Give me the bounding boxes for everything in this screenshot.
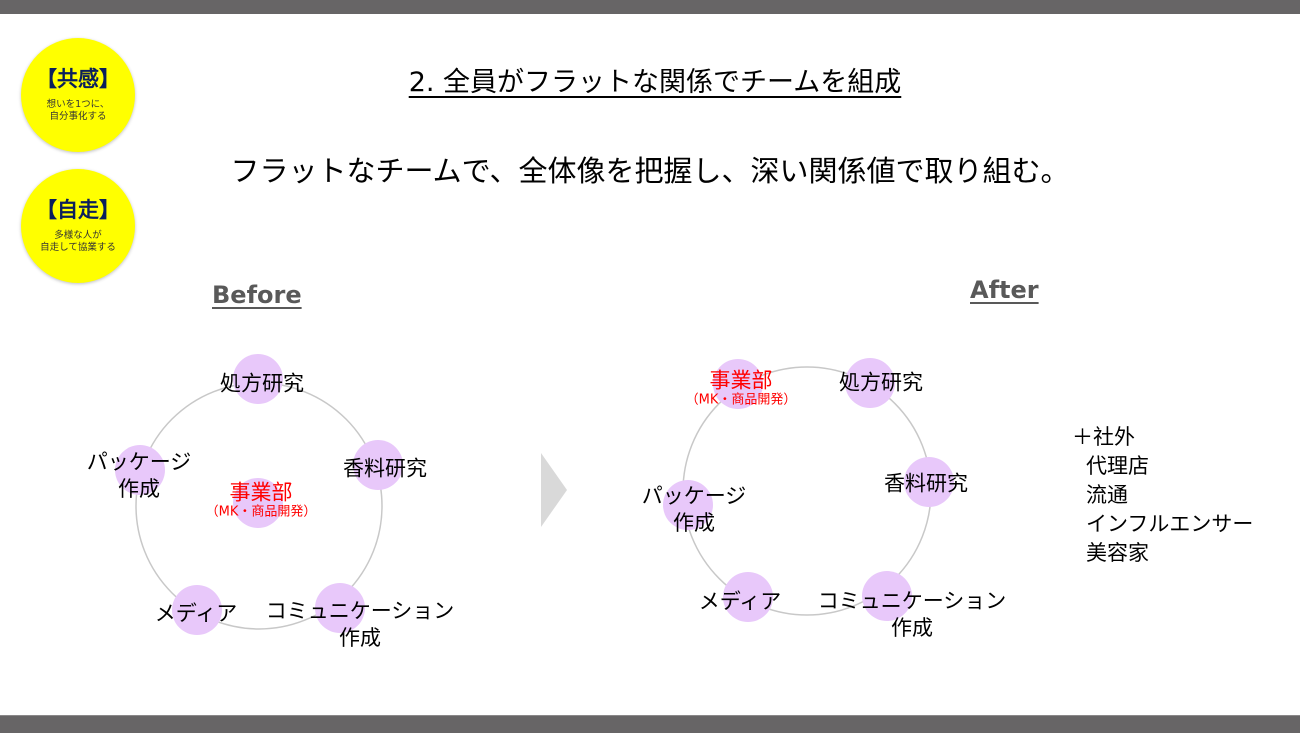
after-node-package: パッケージ 作成 xyxy=(642,483,747,537)
node-label-text: パッケージ xyxy=(641,484,747,508)
node-label-text: 作成 xyxy=(891,616,933,640)
node-label-text: 香料研究 xyxy=(343,456,427,481)
before-node-circle xyxy=(172,585,222,635)
before-node-media: メディア xyxy=(155,601,238,628)
node-label-text: コミュニケーション xyxy=(265,599,455,623)
after-label: After xyxy=(970,276,1039,304)
node-label-text: 香料研究 xyxy=(884,471,968,496)
badge-line: 自走して協業する xyxy=(40,242,116,253)
node-label-text: コミュニケーション xyxy=(817,589,1007,613)
slide-title: 2. 全員がフラットな関係でチームを組成 xyxy=(408,67,902,98)
badge-autonomy: 【自走】 多様な人が 自走して協業する xyxy=(21,169,135,283)
slide-subtitle: フラットなチームで、全体像を把握し、深い関係値で取り組む。 xyxy=(230,154,1070,188)
chevron-right-icon xyxy=(541,453,567,527)
top-bar xyxy=(0,0,1300,14)
badge-title: 【自走】 xyxy=(36,198,120,222)
node-label-text: 事業部 xyxy=(709,368,773,393)
badge-line: 想いを1つに、 xyxy=(46,99,110,110)
list-item: 流通 xyxy=(1086,483,1128,507)
node-label-subtext: （MK・商品開発） xyxy=(205,504,317,520)
before-node-circle xyxy=(315,583,365,633)
badge-description: 想いを1つに、 自分事化する xyxy=(47,99,110,123)
badge-empathy: 【共感】 想いを1つに、 自分事化する xyxy=(21,38,135,152)
badge-description: 多様な人が 自走して協業する xyxy=(40,230,116,254)
node-label-text: 処方研究 xyxy=(839,370,923,395)
badge-line: 自分事化する xyxy=(49,111,107,122)
node-label-text: パッケージ xyxy=(86,450,192,474)
after-node-fragrance-research: 香料研究 xyxy=(884,471,968,498)
bottom-bar xyxy=(0,715,1300,733)
badge-title: 【共感】 xyxy=(36,67,120,91)
before-node-circle xyxy=(353,440,403,490)
node-label-text: 作成 xyxy=(118,477,160,501)
node-label-text: 作成 xyxy=(339,626,381,650)
after-node-circle xyxy=(904,457,954,507)
list-item: 代理店 xyxy=(1086,454,1149,478)
node-label-text: 作成 xyxy=(673,511,715,535)
before-label: Before xyxy=(212,281,302,309)
before-center-circle xyxy=(233,478,283,528)
before-node-fragrance-research: 香料研究 xyxy=(343,456,427,483)
before-center-business-division: 事業部 （MK・商品開発） xyxy=(206,481,317,520)
before-node-communication: コミュニケーション 作成 xyxy=(266,598,455,652)
node-label-text: 事業部 xyxy=(229,480,293,505)
external-partners-list: ＋社外 代理店 流通 インフルエンサー 美容家 xyxy=(1072,423,1253,568)
node-label-text: メディア xyxy=(698,589,782,614)
external-partners-heading: ＋社外 xyxy=(1072,425,1135,449)
before-node-prescription-research: 処方研究 xyxy=(220,371,304,398)
list-item: 美容家 xyxy=(1086,541,1149,565)
after-node-circle xyxy=(713,359,763,409)
badge-line: 多様な人が xyxy=(54,230,102,241)
after-node-circle xyxy=(663,480,713,530)
before-node-circle xyxy=(233,354,283,404)
node-label-text: 処方研究 xyxy=(220,371,304,396)
node-label-subtext: （MK・商品開発） xyxy=(685,392,797,408)
list-item: インフルエンサー xyxy=(1086,512,1254,536)
after-node-circle xyxy=(723,572,773,622)
before-node-package: パッケージ 作成 xyxy=(87,449,192,503)
node-label-text: メディア xyxy=(154,601,238,626)
after-node-circle xyxy=(862,571,912,621)
after-node-media: メディア xyxy=(699,589,782,616)
after-node-business-division: 事業部 （MK・商品開発） xyxy=(686,369,797,408)
after-node-prescription-research: 処方研究 xyxy=(839,370,923,397)
after-node-circle xyxy=(845,358,895,408)
before-node-circle xyxy=(115,445,165,495)
after-node-communication: コミュニケーション 作成 xyxy=(818,588,1007,642)
